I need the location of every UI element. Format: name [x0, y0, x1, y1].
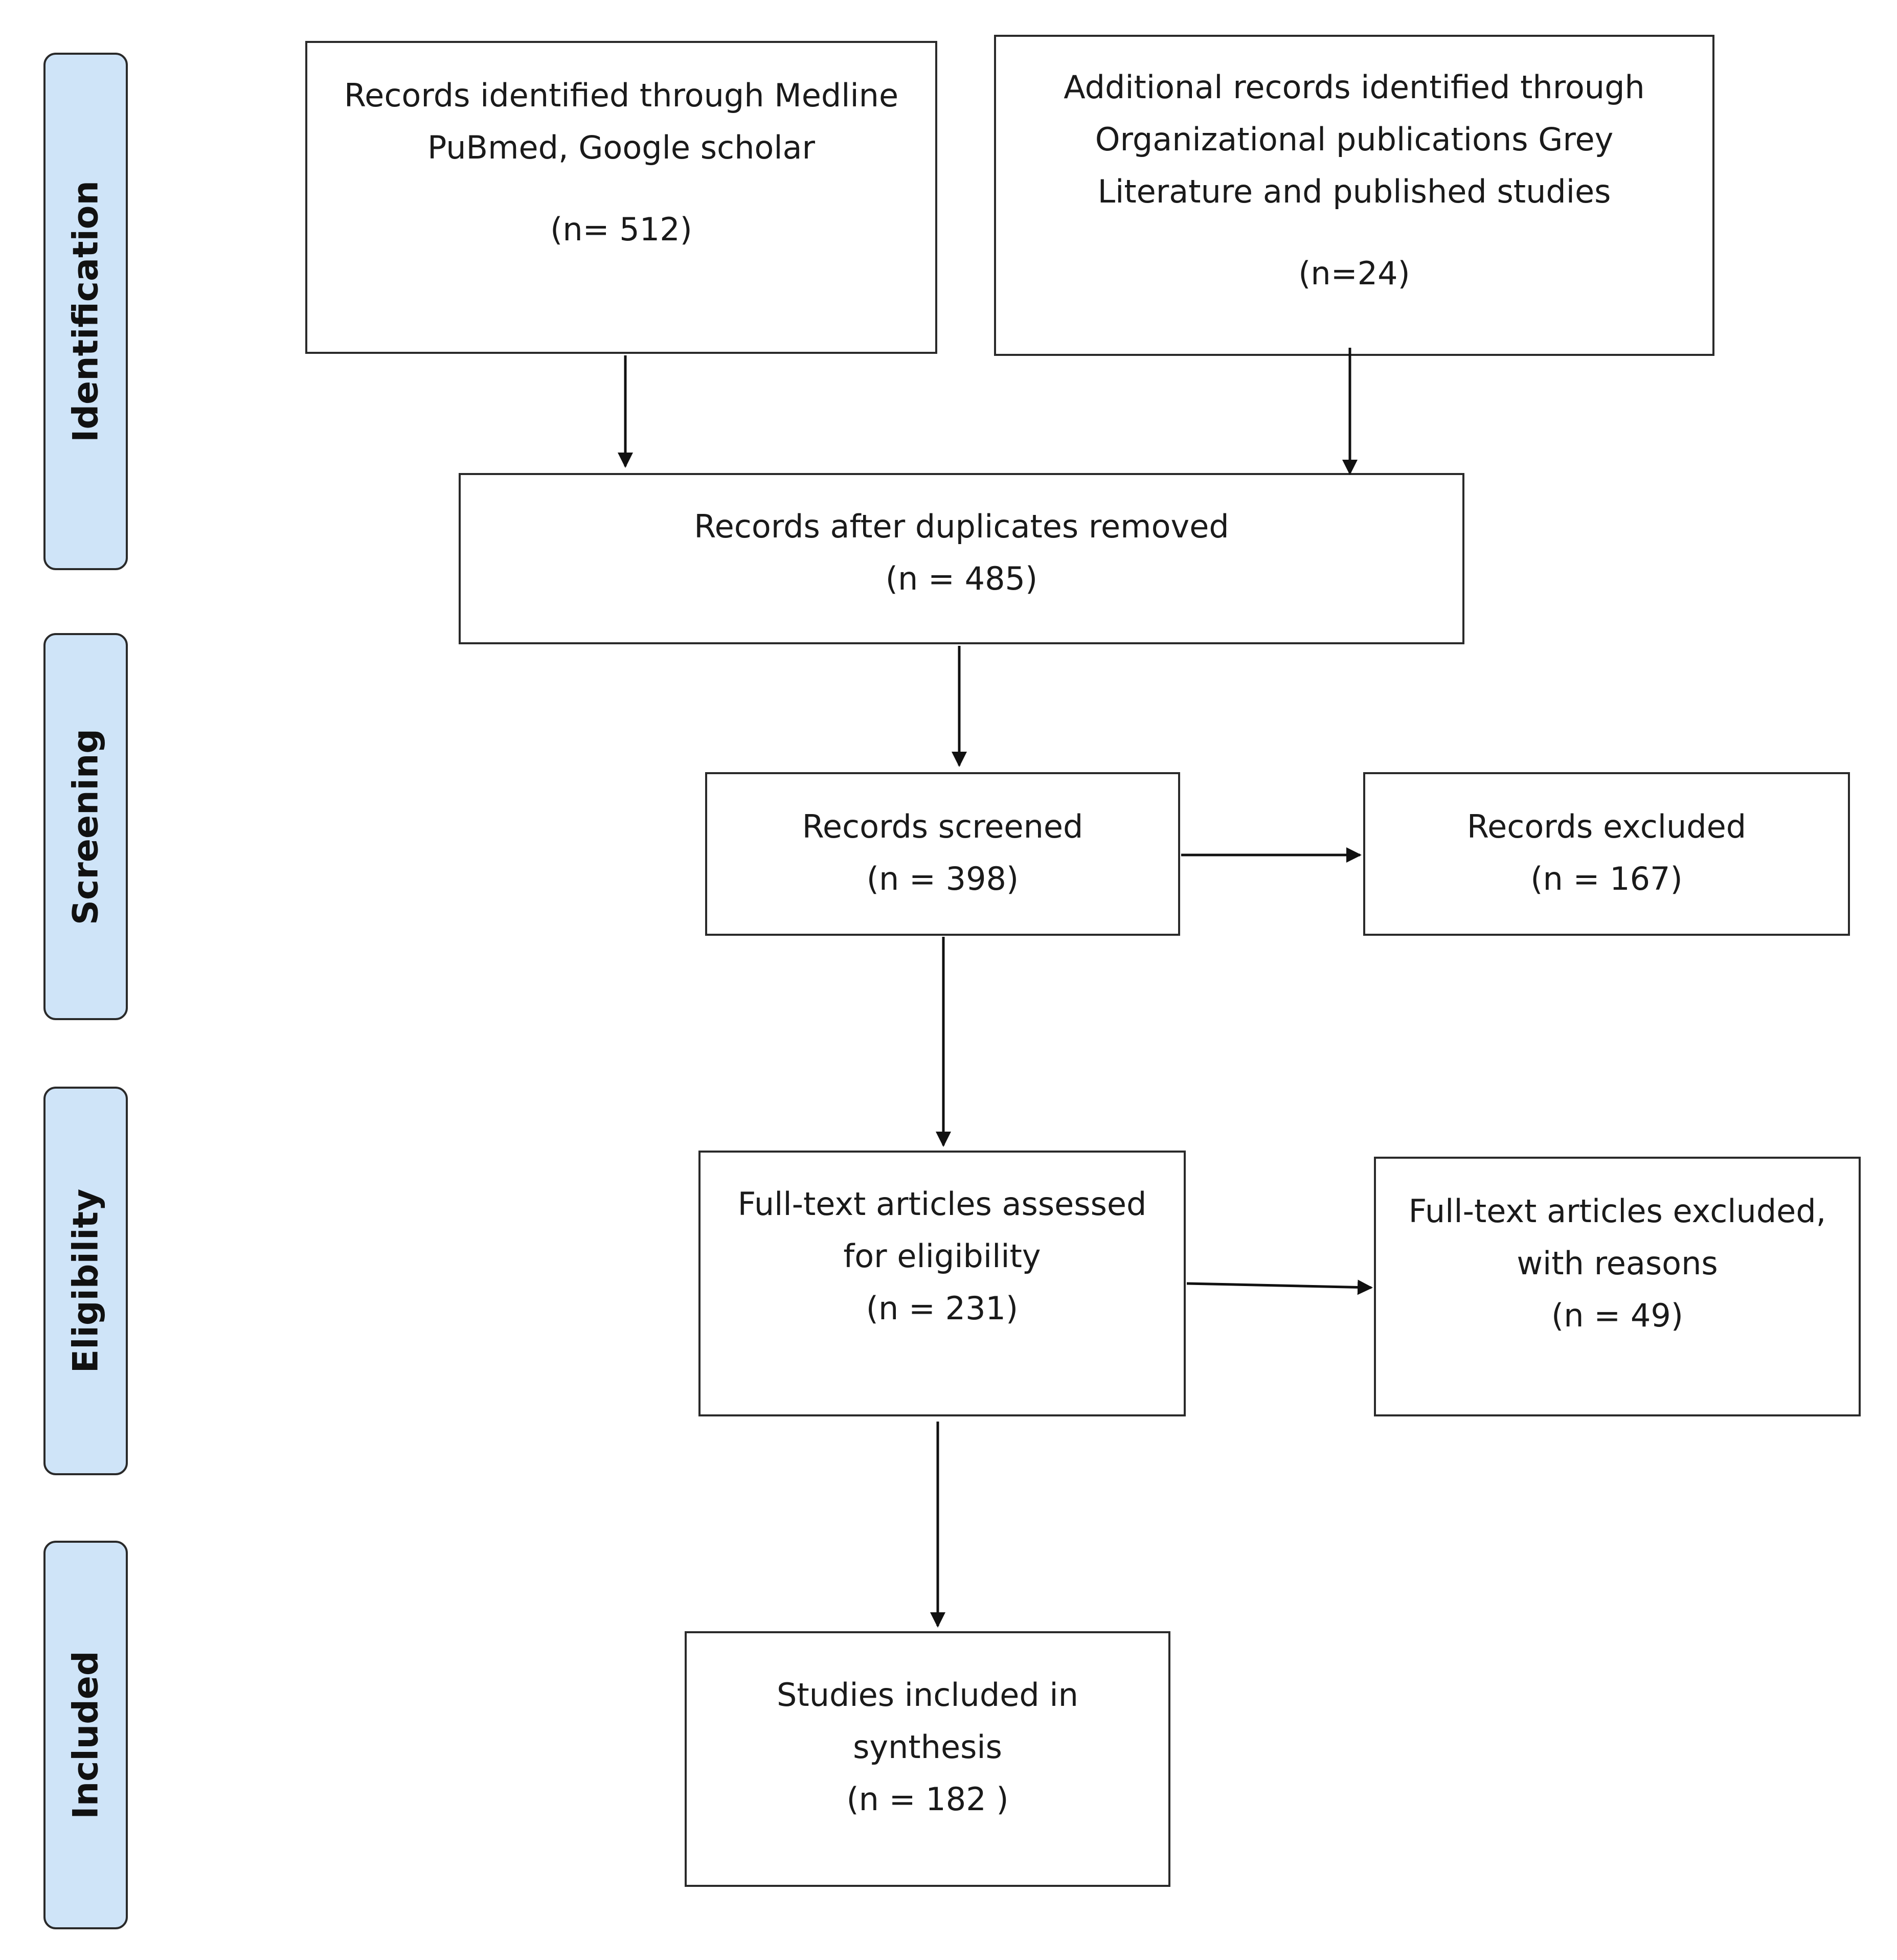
fulltext-excluded-box: Full-text articles excluded, with reason…	[1374, 1157, 1861, 1416]
fulltext-excluded-line2: with reasons	[1517, 1245, 1718, 1282]
additional-records-line3: Literature and published studies	[1097, 173, 1611, 210]
screened-records-line1: Records screened	[802, 808, 1083, 845]
stage-eligibility: Eligibility	[43, 1087, 128, 1475]
deduplicated-records-box: Records after duplicates removed (n = 48…	[459, 473, 1464, 644]
deduplicated-records-count: (n = 485)	[885, 560, 1038, 597]
additional-records-line2: Organizational publications Grey	[1095, 121, 1614, 158]
database-records-line1: Records identified through Medline	[344, 77, 899, 114]
additional-records-line1: Additional records identified through	[1064, 69, 1645, 106]
fulltext-assessed-count: (n = 231)	[866, 1290, 1019, 1327]
excluded-records-line1: Records excluded	[1466, 808, 1747, 845]
stage-identification: Identification	[43, 53, 128, 570]
fulltext-assessed-box: Full-text articles assessed for eligibil…	[698, 1151, 1186, 1416]
included-studies-line2: synthesis	[853, 1728, 1002, 1766]
included-studies-line1: Studies included in	[777, 1676, 1078, 1714]
fulltext-excluded-line1: Full-text articles excluded,	[1408, 1192, 1826, 1230]
stage-included: Included	[43, 1541, 128, 1929]
screened-records-box: Records screened (n = 398)	[705, 772, 1180, 936]
deduplicated-records-line1: Records after duplicates removed	[694, 508, 1229, 545]
database-records-count: (n= 512)	[550, 211, 692, 248]
screened-records-count: (n = 398)	[866, 860, 1019, 897]
excluded-records-box: Records excluded (n = 167)	[1363, 772, 1850, 936]
database-records-line2: PuBmed, Google scholar	[427, 129, 816, 166]
additional-records-count: (n=24)	[1298, 255, 1410, 292]
fulltext-assessed-line2: for eligibility	[843, 1237, 1041, 1275]
additional-records-box: Additional records identified through Or…	[994, 35, 1714, 356]
fulltext-assessed-line1: Full-text articles assessed	[737, 1185, 1147, 1223]
included-studies-box: Studies included in synthesis (n = 182 )	[685, 1631, 1170, 1887]
database-records-box: Records identified through Medline PuBme…	[305, 41, 937, 354]
stage-screening: Screening	[43, 633, 128, 1020]
fulltext-excluded-count: (n = 49)	[1551, 1297, 1683, 1334]
arrow-fulltext-to-excluded	[1186, 1279, 1373, 1295]
included-studies-count: (n = 182 )	[846, 1781, 1009, 1818]
excluded-records-count: (n = 167)	[1530, 860, 1683, 897]
